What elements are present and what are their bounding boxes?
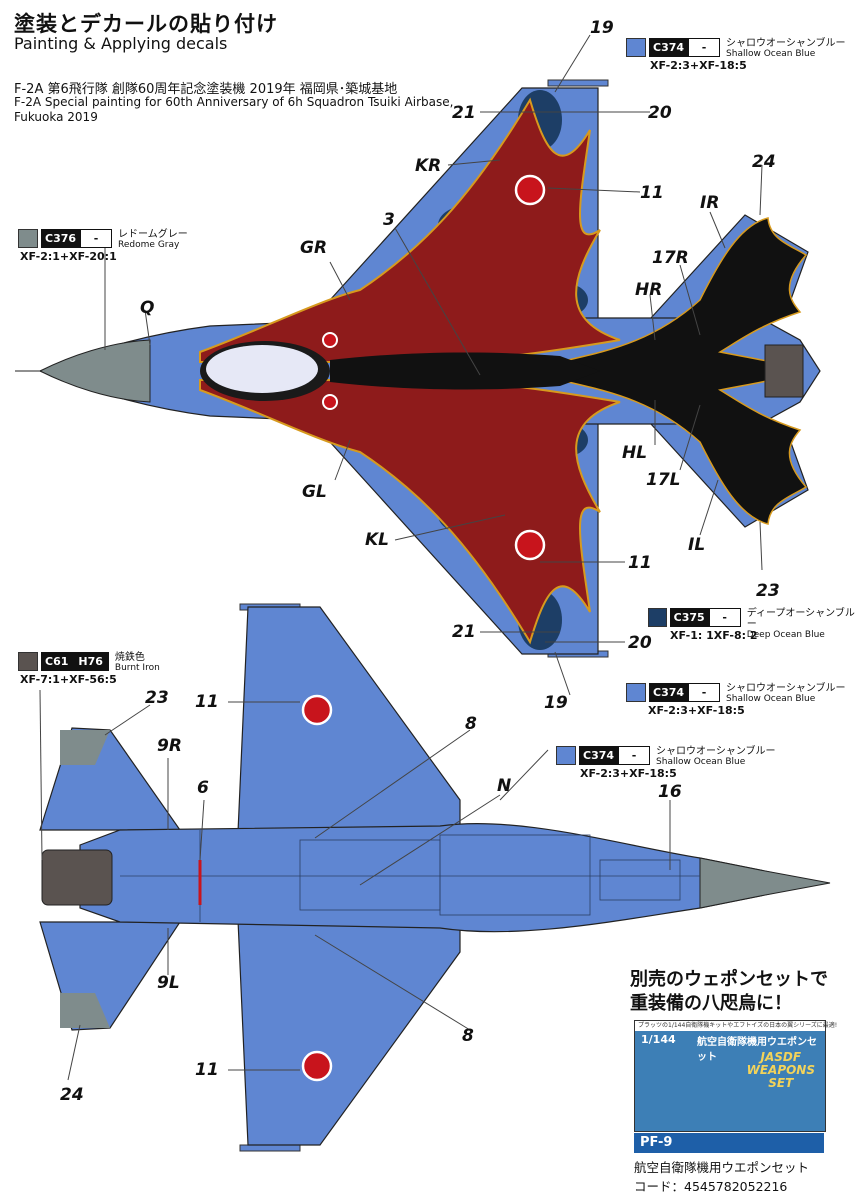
- label-19-top: 19: [590, 18, 614, 38]
- page-title-jp: 塗装とデカールの貼り付け: [14, 12, 278, 36]
- label-GR: GR: [300, 238, 328, 258]
- label-11-b: 11: [195, 1060, 219, 1080]
- label-17R: 17R: [652, 248, 689, 268]
- h-code: -: [688, 38, 721, 57]
- color-swatch: [18, 652, 38, 671]
- bottom-view-aircraft: [39, 603, 831, 1152]
- label-23: 23: [145, 688, 169, 708]
- h-code: -: [708, 608, 741, 627]
- label-KL: KL: [365, 530, 390, 550]
- color-name-en: Burnt Iron: [114, 663, 160, 673]
- label-HL: HL: [622, 443, 648, 463]
- mix-ratio: XF-2:3+XF-18:5: [580, 767, 677, 780]
- color-name-jp: シャロウオーシャンブルー: [726, 38, 846, 49]
- box-title: 航空自衛隊機用ウエポンセット: [697, 1037, 817, 1063]
- jasdf-line2: WEAPONS: [746, 1063, 815, 1077]
- h-code: H76: [72, 652, 109, 671]
- mix-ratio: XF-2:3+XF-18:5: [650, 59, 747, 72]
- color-swatch: [626, 38, 646, 57]
- label-IL: IL: [688, 535, 706, 555]
- page-title-en: Painting & Applying decals: [14, 34, 228, 53]
- mix-ratio: XF-2:3+XF-18:5: [648, 704, 745, 717]
- label-IR: IR: [700, 193, 720, 213]
- box-top-text: プラッツの1/144自衛隊機キットやエフトイズの日本の翼シリーズに最適!: [635, 1021, 837, 1031]
- color-swatch: [556, 746, 576, 765]
- label-3: 3: [383, 210, 395, 230]
- label-9R: 9R: [157, 736, 182, 756]
- promo-headline: 別売のウェポンセットで 重装備の八咫烏に！: [630, 968, 828, 1016]
- promo-line2: 重装備の八咫烏に！: [630, 993, 792, 1014]
- label-11-top: 11: [640, 183, 664, 203]
- jan-code: コード：4545782052216: [634, 1179, 788, 1194]
- subtitle-jp: F-2A 第6飛行隊 創隊60周年記念塗装機 2019年 福岡県･築城基地: [14, 82, 398, 97]
- label-20-low: 20: [628, 633, 652, 653]
- label-17L: 17L: [646, 470, 681, 490]
- mix-ratio: XF-2:1+XF-20:1: [20, 250, 117, 263]
- label-24: 24: [60, 1085, 84, 1105]
- label-KR: KR: [415, 156, 442, 176]
- color-name-en: Shallow Ocean Blue: [656, 757, 746, 767]
- color-name-en: Redome Gray: [118, 240, 180, 250]
- label-HR: HR: [635, 280, 663, 300]
- jasdf-line1: JASDF: [760, 1050, 802, 1064]
- box-jasdf-logo: JASDF WEAPONS SET: [747, 1051, 815, 1090]
- color-code: C61: [41, 652, 73, 671]
- weapons-set-box: プラッツの1/144自衛隊機キットやエフトイズの日本の翼シリーズに最適! 1/1…: [634, 1020, 837, 1132]
- color-code: C374: [579, 746, 619, 765]
- label-6: 6: [197, 778, 209, 798]
- color-code: C375: [669, 608, 709, 627]
- color-name-en: Shallow Ocean Blue: [726, 694, 816, 704]
- color-code: C374: [649, 683, 689, 702]
- mix-ratio: XF-7:1+XF-56:5: [20, 673, 117, 686]
- color-name-en: Shallow Ocean Blue: [726, 49, 816, 59]
- label-11-a: 11: [195, 692, 219, 712]
- product-code-bar: PF-9: [634, 1133, 824, 1153]
- top-view-aircraft: [15, 34, 821, 696]
- mix-ratio: XF-1: 1XF-8: 2: [670, 629, 758, 642]
- label-20-top: 20: [648, 103, 672, 123]
- label-16: 16: [658, 782, 682, 802]
- product-name: 航空自衛隊機用ウエポンセット: [634, 1160, 810, 1175]
- color-swatch: [626, 683, 646, 702]
- h-code: -: [80, 229, 113, 248]
- label-Q: Q: [140, 298, 155, 318]
- color-name-jp: ディープオーシャンブルー: [746, 608, 855, 630]
- promo-line1: 別売のウェポンセットで: [630, 969, 828, 990]
- color-swatch: [648, 608, 667, 627]
- label-11-low: 11: [628, 553, 652, 573]
- color-swatch: [18, 229, 38, 248]
- color-code: C374: [649, 38, 689, 57]
- subtitle-en-line2: Fukuoka 2019: [14, 110, 98, 124]
- color-name-jp: シャロウオーシャンブルー: [726, 683, 846, 694]
- label-19-low: 19: [544, 693, 568, 713]
- label-N: N: [497, 776, 512, 796]
- label-9L: 9L: [157, 973, 180, 993]
- label-21-low: 21: [452, 622, 476, 642]
- jasdf-line3: SET: [768, 1076, 794, 1090]
- label-24-top: 24: [752, 152, 776, 172]
- subtitle-en-line1: F-2A Special painting for 60th Anniversa…: [14, 95, 454, 109]
- color-name-jp: 焼鉄色: [114, 652, 145, 663]
- label-GL: GL: [302, 482, 327, 502]
- color-name-jp: レドームグレー: [118, 229, 188, 240]
- h-code: -: [618, 746, 651, 765]
- label-8-b: 8: [462, 1026, 474, 1046]
- label-23-top: 23: [756, 581, 780, 601]
- h-code: -: [688, 683, 721, 702]
- color-name-en: Deep Ocean Blue: [746, 630, 825, 640]
- label-8-a: 8: [465, 714, 477, 734]
- box-scale: 1/144: [641, 1033, 676, 1046]
- color-code: C376: [41, 229, 81, 248]
- label-21-top: 21: [452, 103, 476, 123]
- color-name-jp: シャロウオーシャンブルー: [656, 746, 776, 757]
